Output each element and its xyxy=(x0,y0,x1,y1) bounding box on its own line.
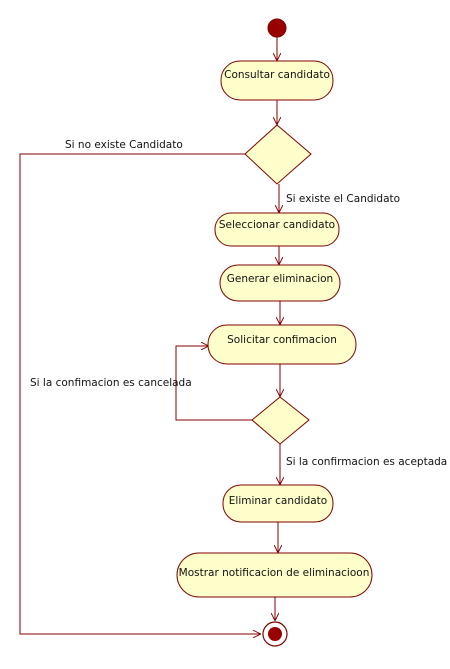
final-node xyxy=(262,621,288,647)
edge-cancelada xyxy=(175,346,252,421)
edge-no-existe xyxy=(19,153,260,634)
action-consultar: Consultar candidato xyxy=(220,60,334,101)
action-consultar-label: Consultar candidato xyxy=(224,69,330,81)
guard-cancelada: Si la confimacion es cancelada xyxy=(30,377,192,389)
decision-existe xyxy=(244,124,312,185)
initial-node xyxy=(267,18,287,38)
action-eliminar-label: Eliminar candidato xyxy=(229,495,327,507)
guard-no-existe: Si no existe Candidato xyxy=(65,139,183,151)
action-mostrar-label: Mostrar notificacion de eliminacioon xyxy=(179,567,370,579)
decision-confirmacion xyxy=(251,396,310,445)
action-eliminar: Eliminar candidato xyxy=(222,484,334,523)
action-seleccionar: Seleccionar candidato xyxy=(214,212,340,247)
guard-existe: Si existe el Candidato xyxy=(286,193,400,205)
action-solicitar-label: Solicitar confimacion xyxy=(227,334,337,346)
guard-aceptada: Si la confirmacion es aceptada xyxy=(286,456,447,468)
action-generar-label: Generar eliminacion xyxy=(227,273,333,285)
action-generar: Generar eliminacion xyxy=(219,264,341,302)
edges xyxy=(19,37,280,634)
action-mostrar: Mostrar notificacion de eliminacioon xyxy=(176,552,373,598)
action-solicitar: Solicitar confimacion xyxy=(207,324,357,365)
action-seleccionar-label: Seleccionar candidato xyxy=(219,219,335,231)
